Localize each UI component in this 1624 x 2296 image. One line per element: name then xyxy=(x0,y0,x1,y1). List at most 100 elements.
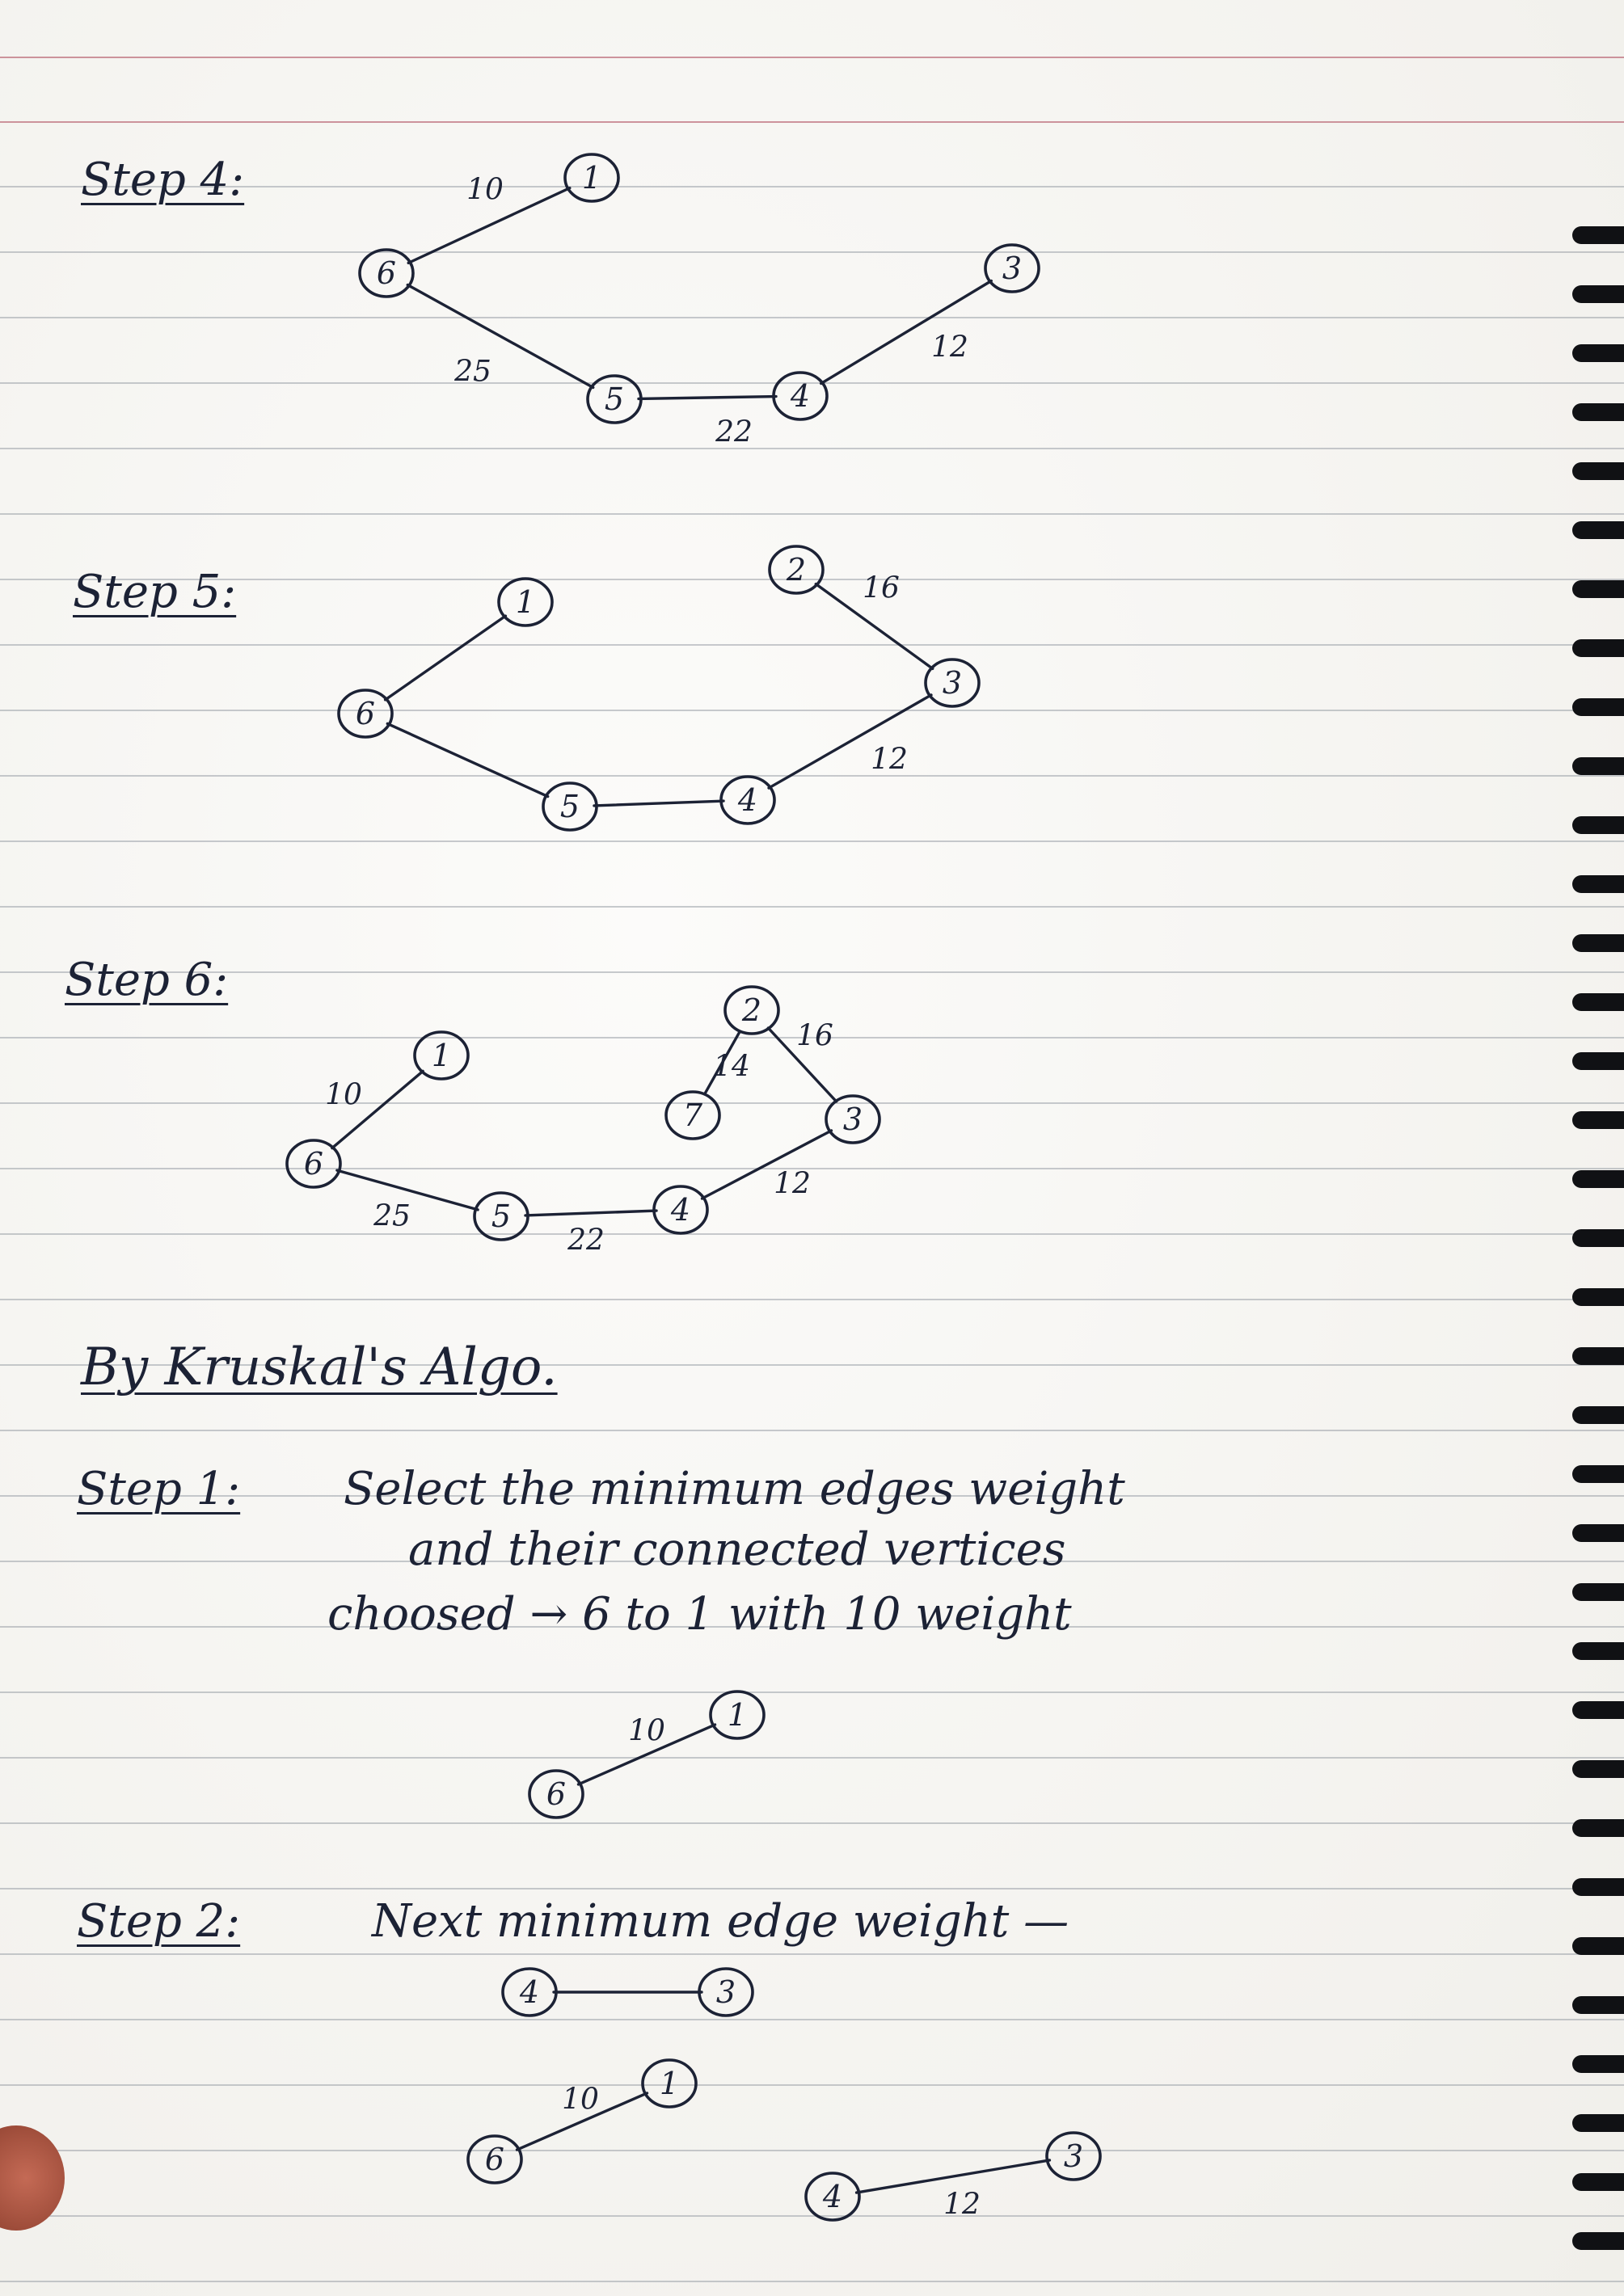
kruskal-step2-line1: Next minimum edge weight — xyxy=(372,1895,1069,1948)
step6-weight-label: 16 xyxy=(796,1020,833,1053)
step6-node-6 xyxy=(285,1139,342,1189)
step4-node-6 xyxy=(358,248,415,298)
step4-node-3 xyxy=(984,243,1040,293)
step5-node-label: 5 xyxy=(560,789,580,824)
rule-line xyxy=(0,906,1624,908)
kstep2-edge-6-1 xyxy=(515,2092,649,2151)
spiral-ring xyxy=(1572,2173,1624,2191)
rule-line xyxy=(0,1691,1624,1693)
step5-heading: Step 5: xyxy=(73,566,237,618)
rule-line xyxy=(0,971,1624,973)
step4-weight-label: 12 xyxy=(931,331,968,364)
spiral-ring xyxy=(1572,1524,1624,1542)
rule-line xyxy=(0,1888,1624,1889)
step4-node-4 xyxy=(772,371,829,421)
step6-edge-2-3 xyxy=(766,1026,838,1103)
step6-edge-4-5 xyxy=(524,1209,658,1217)
spiral-ring xyxy=(1572,1878,1624,1896)
step6-node-label: 6 xyxy=(304,1146,323,1182)
spiral-ring xyxy=(1572,2232,1624,2250)
spiral-ring xyxy=(1572,1583,1624,1601)
rule-line xyxy=(0,2215,1624,2217)
step5-node-label: 2 xyxy=(786,552,806,588)
step5-node-label: 1 xyxy=(516,584,535,620)
rule-line xyxy=(0,775,1624,777)
rule-line xyxy=(0,251,1624,253)
step5-edge-6-1 xyxy=(383,614,508,701)
spiral-ring xyxy=(1572,285,1624,303)
kstep2-node-3 xyxy=(1045,2131,1102,2181)
kstep2_pair-node-label: 4 xyxy=(519,1974,539,2010)
kstep2-weight-label: 10 xyxy=(562,2083,599,2117)
spiral-ring xyxy=(1572,1052,1624,1070)
spiral-ring xyxy=(1572,816,1624,834)
step4-heading: Step 4: xyxy=(81,154,245,206)
spiral-ring xyxy=(1572,1229,1624,1247)
step6-node-1 xyxy=(413,1030,470,1081)
rule-line xyxy=(0,1626,1624,1628)
step5-node-label: 6 xyxy=(356,696,375,731)
step6-node-3 xyxy=(825,1094,881,1144)
step5-edge-4-3 xyxy=(767,693,933,790)
step4-node-label: 3 xyxy=(1002,251,1022,286)
spiral-ring xyxy=(1572,1760,1624,1778)
rule-line xyxy=(0,1561,1624,1562)
kruskal-step1-heading: Step 1: xyxy=(77,1463,241,1515)
spiral-ring xyxy=(1572,1170,1624,1188)
step5-edge-6-5 xyxy=(386,722,550,798)
rule-line xyxy=(0,1953,1624,1955)
rule-line xyxy=(0,382,1624,384)
spiral-ring xyxy=(1572,1701,1624,1719)
step5-node-label: 4 xyxy=(737,782,757,818)
kstep2-weight-label: 12 xyxy=(943,2189,981,2222)
step4-node-label: 1 xyxy=(582,160,601,196)
step6-weight-label: 25 xyxy=(373,1200,411,1233)
rule-line xyxy=(0,448,1624,449)
step6-edge-2-7 xyxy=(702,1030,742,1096)
spiral-ring xyxy=(1572,639,1624,657)
step6-edge-6-5 xyxy=(335,1169,479,1211)
rule-line xyxy=(0,1364,1624,1366)
spiral-ring xyxy=(1572,1406,1624,1424)
step5-node-1 xyxy=(497,577,554,627)
step6-node-2 xyxy=(723,985,780,1035)
kstep1-node-6 xyxy=(528,1769,584,1819)
rule-line xyxy=(0,840,1624,842)
step4-weight-label: 22 xyxy=(715,416,753,449)
rule-line xyxy=(0,1430,1624,1431)
rule-line xyxy=(0,2084,1624,2086)
rule-line xyxy=(0,1822,1624,1824)
spiral-ring xyxy=(1572,1288,1624,1306)
rule-line xyxy=(0,1495,1624,1497)
step6-weight-label: 10 xyxy=(325,1079,362,1112)
step4-weight-label: 10 xyxy=(466,174,504,207)
spiral-ring xyxy=(1572,580,1624,598)
spiral-ring xyxy=(1572,1465,1624,1483)
spiral-ring xyxy=(1572,934,1624,952)
top-margin-rule xyxy=(0,57,1624,58)
kstep1-node-label: 6 xyxy=(546,1776,566,1812)
kstep2_pair-node-3 xyxy=(698,1967,754,2017)
step6-node-label: 7 xyxy=(683,1097,703,1133)
rule-line xyxy=(0,710,1624,711)
step4-node-label: 4 xyxy=(790,378,810,414)
step5-node-2 xyxy=(768,545,825,595)
spiral-ring xyxy=(1572,1347,1624,1365)
kstep2-node-label: 6 xyxy=(485,2142,504,2177)
kstep2-node-label: 1 xyxy=(660,2066,679,2101)
rule-line xyxy=(0,2019,1624,2020)
kstep2_pair-node-4 xyxy=(501,1967,558,2017)
spiral-ring xyxy=(1572,1937,1624,1955)
rule-line xyxy=(0,317,1624,318)
step5-edge-5-4 xyxy=(593,799,725,807)
step4-node-1 xyxy=(563,153,620,203)
rule-line xyxy=(0,644,1624,646)
step6-node-label: 1 xyxy=(432,1038,451,1073)
rule-line xyxy=(0,1037,1624,1038)
rule-line xyxy=(0,579,1624,580)
